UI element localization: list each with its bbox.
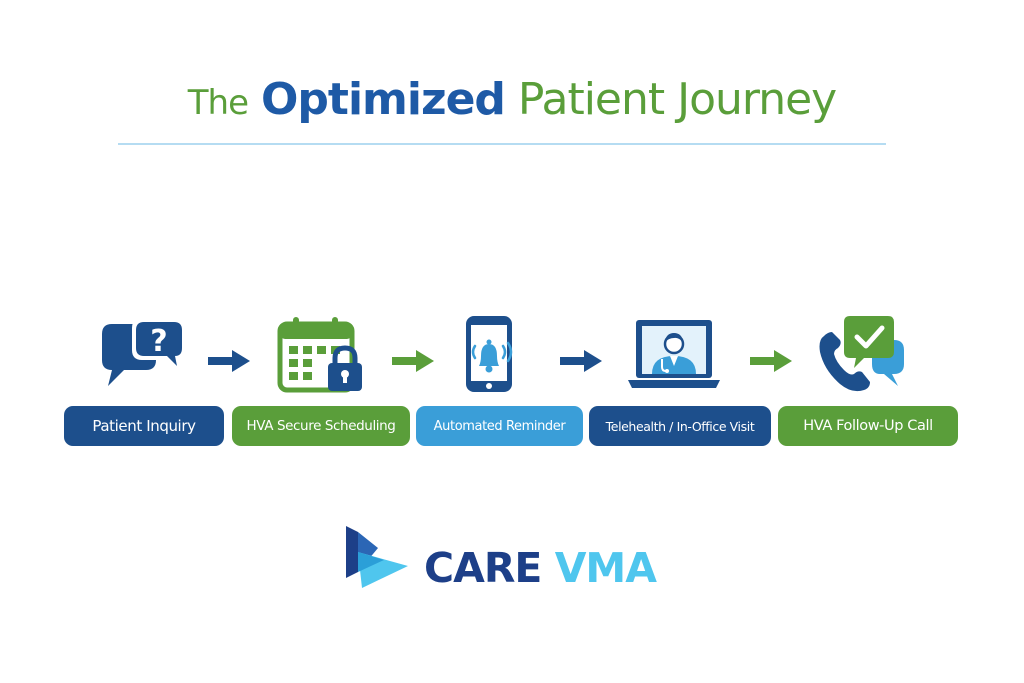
title-word-patient-journey: Patient Journey	[517, 74, 837, 125]
brand-word-care: CARE	[424, 544, 542, 592]
title-word-the: The	[187, 83, 249, 123]
laptop-doctor-icon	[626, 314, 722, 394]
flow-arrow-1	[206, 349, 252, 373]
step-telehealth-visit: Telehealth / In-Office Visit	[589, 406, 771, 446]
page-title: The Optimized Patient Journey	[0, 70, 1024, 133]
title-word-optimized: Optimized	[261, 74, 506, 125]
care-vma-logo-icon	[344, 526, 410, 588]
title-divider	[118, 143, 886, 145]
flow-arrow-4	[748, 349, 794, 373]
phone-bell-icon	[450, 314, 546, 394]
question-chat-icon: ?	[94, 314, 190, 394]
calendar-lock-icon	[274, 314, 370, 394]
flow-arrow-3	[558, 349, 604, 373]
step-automated-reminder: Automated Reminder	[416, 406, 583, 446]
svg-text:?: ?	[150, 324, 167, 359]
step-hva-secure-scheduling: HVA Secure Scheduling	[232, 406, 410, 446]
step-patient-inquiry: Patient Inquiry	[64, 406, 224, 446]
step-hva-follow-up-call: HVA Follow-Up Call	[778, 406, 958, 446]
flow-arrow-2	[390, 349, 436, 373]
brand-wordmark: CARE VMA	[424, 540, 657, 596]
brand-word-vma: VMA	[554, 544, 657, 592]
phone-check-icon	[814, 314, 910, 394]
